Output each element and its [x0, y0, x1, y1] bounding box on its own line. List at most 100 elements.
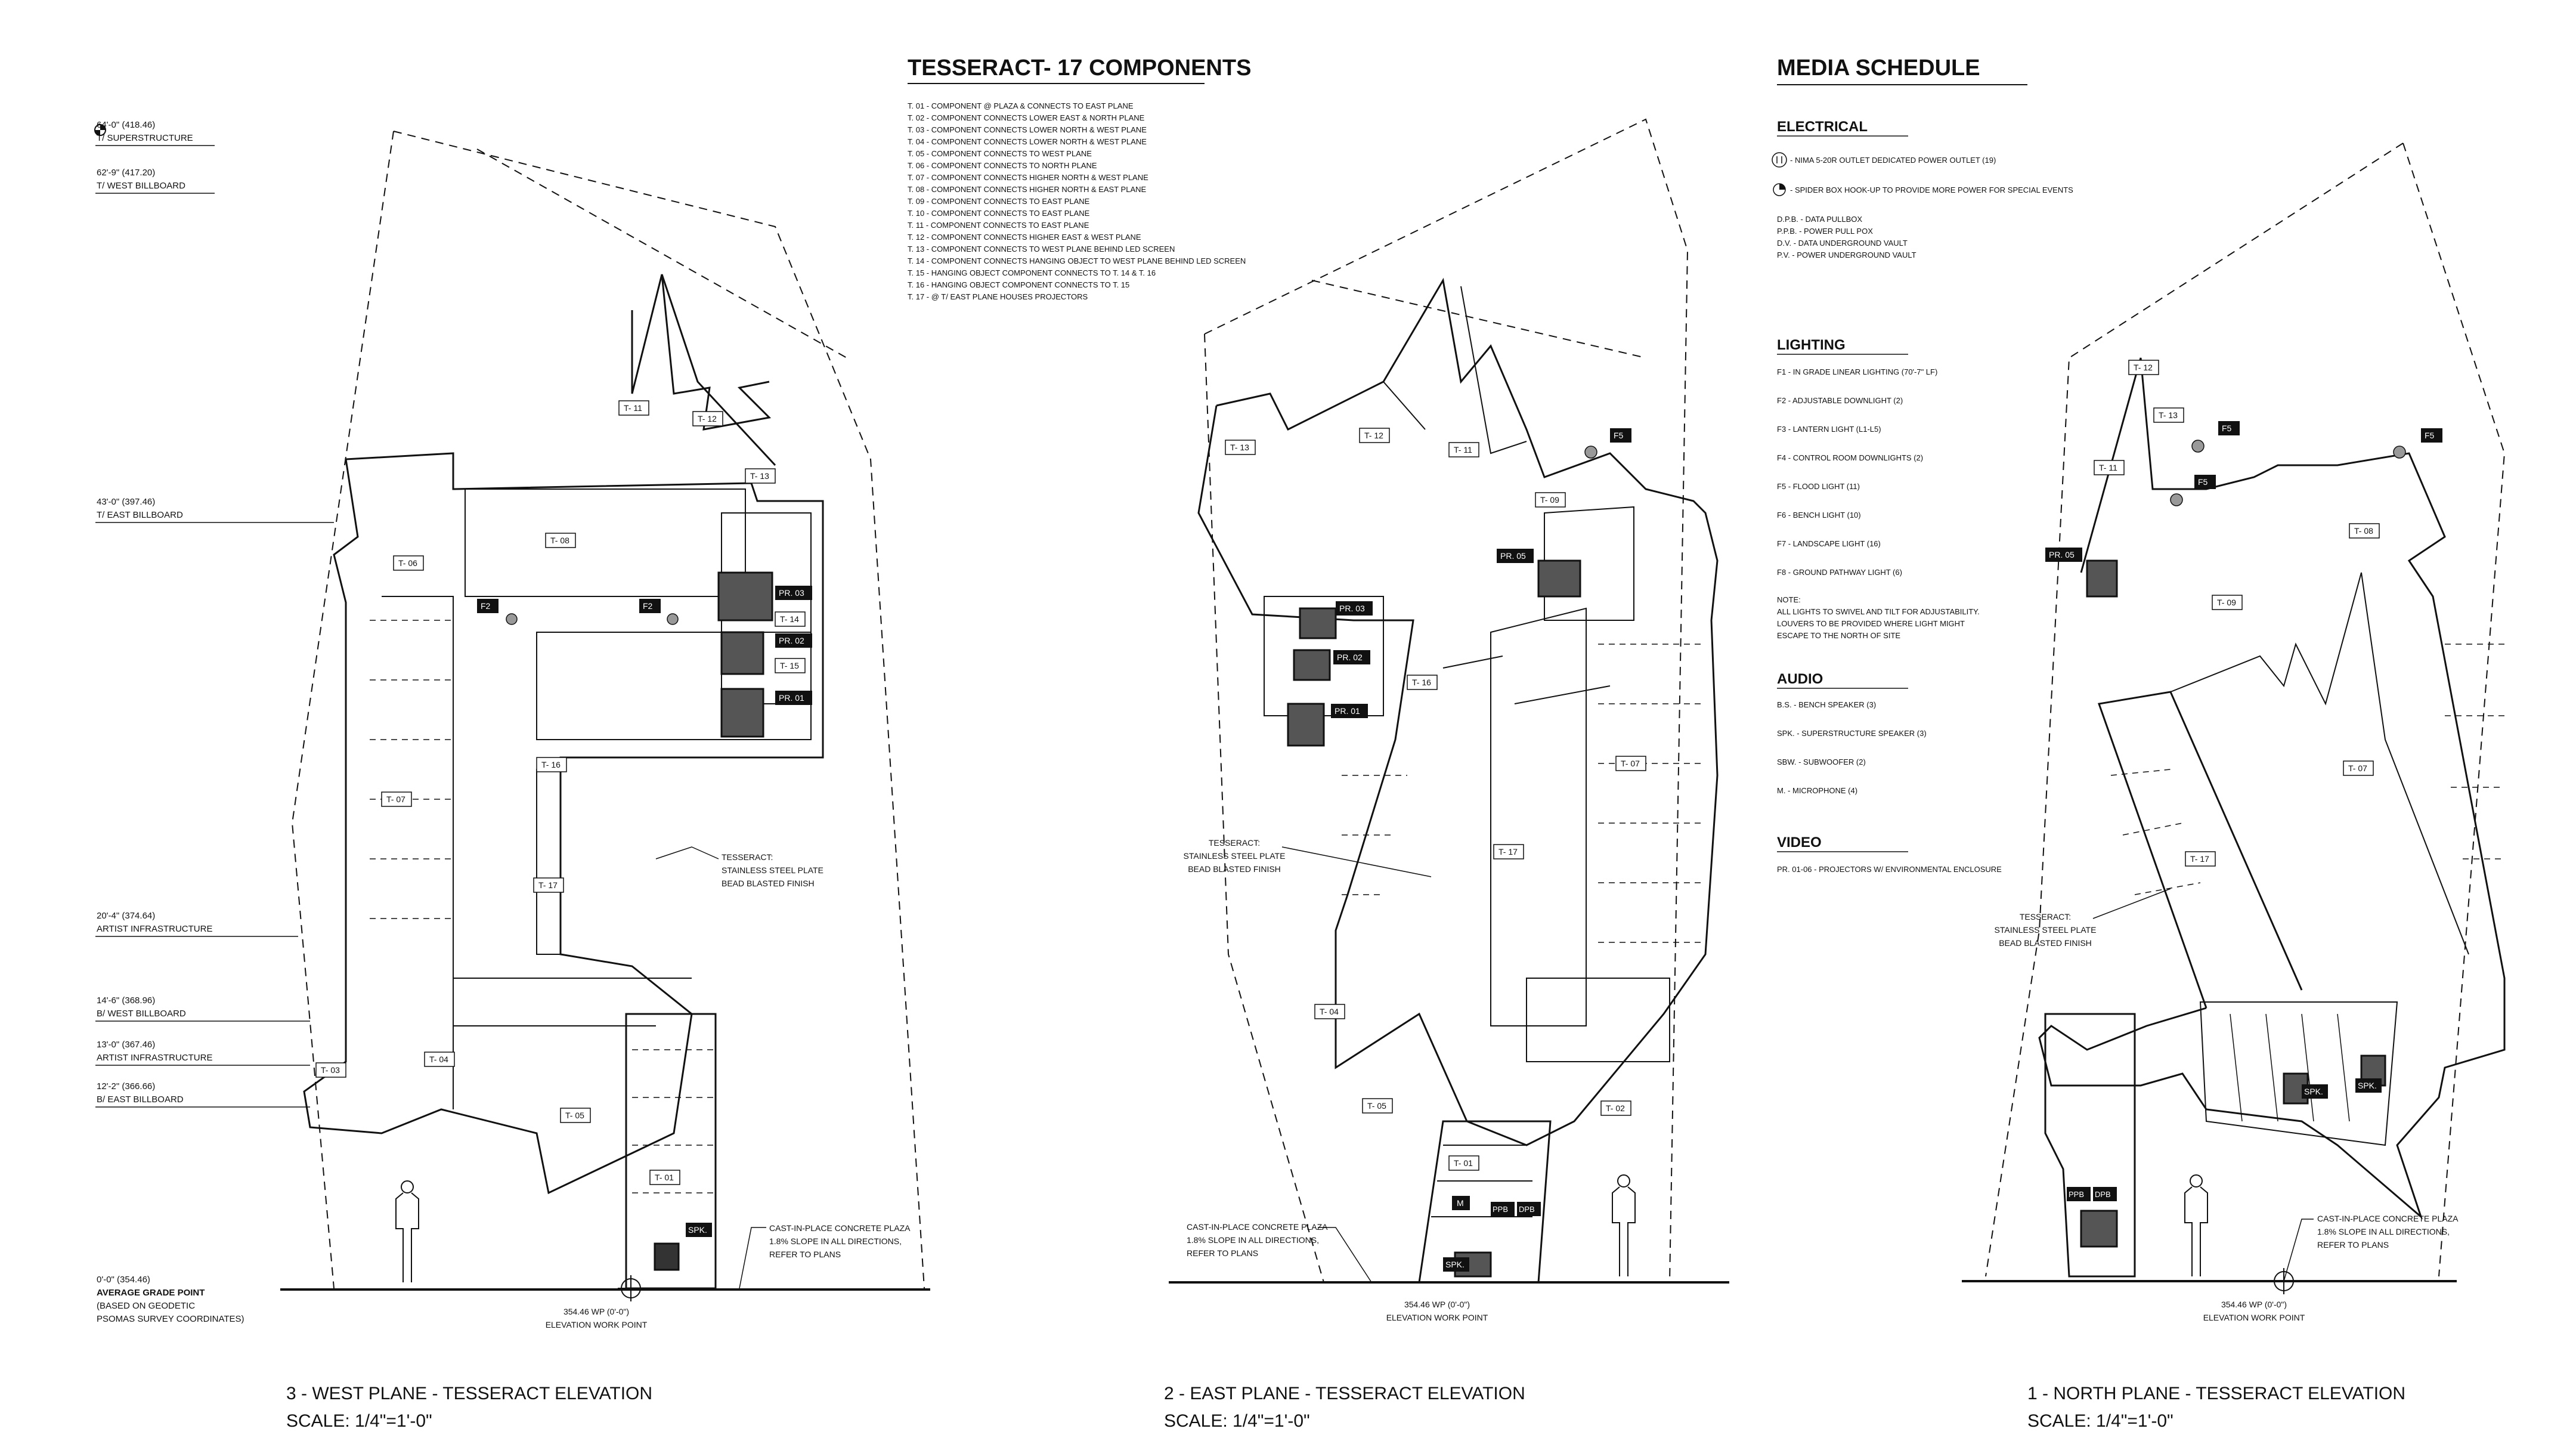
level-marker: 64'-0" (418.46) T/ SUPERSTRUCTURE	[94, 120, 215, 146]
view-title-east: 2 - EAST PLANE - TESSERACT ELEVATION	[1164, 1384, 1525, 1403]
tag: T- 12	[1359, 428, 1390, 443]
svg-text:BEAD BLASTED FINISH: BEAD BLASTED FINISH	[1999, 938, 2092, 948]
level-elev: 62'-9" (417.20)	[97, 168, 155, 178]
tesseract-note-east: TESSERACT: STAINLESS STEEL PLATE BEAD BL…	[1184, 838, 1432, 877]
svg-text:BEAD BLASTED FINISH: BEAD BLASTED FINISH	[1188, 864, 1281, 874]
svg-text:ELEVATION WORK POINT: ELEVATION WORK POINT	[2203, 1313, 2305, 1322]
svg-text:DPB: DPB	[1519, 1205, 1535, 1214]
component-item: T. 11 - COMPONENT CONNECTS TO EAST PLANE	[908, 221, 1089, 230]
svg-text:T- 11: T- 11	[2099, 463, 2117, 472]
tesseract-note-north: TESSERACT: STAINLESS STEEL PLATE BEAD BL…	[1995, 888, 2171, 948]
level-elev: 13'-0" (367.46)	[97, 1040, 155, 1050]
view-scale-east: SCALE: 1/4"=1'-0"	[1164, 1411, 1310, 1431]
svg-text:PR. 01: PR. 01	[779, 693, 804, 703]
svg-text:CAST-IN-PLACE CONCRETE PLAZA: CAST-IN-PLACE CONCRETE PLAZA	[1187, 1222, 1328, 1232]
lighting-item: F5 - FLOOD LIGHT (11)	[1777, 482, 1860, 491]
svg-text:TESSERACT:: TESSERACT:	[1209, 838, 1260, 848]
component-item: T. 06 - COMPONENT CONNECTS TO NORTH PLAN…	[908, 161, 1097, 170]
tag: T- 06	[393, 555, 424, 571]
level-elev: 12'-2" (366.66)	[97, 1081, 155, 1091]
lighting-items: F1 - IN GRADE LINEAR LIGHTING (70'-7" LF…	[1777, 367, 1937, 577]
level-marker: 12'-2" (366.66) B/ EAST BILLBOARD	[95, 1081, 310, 1108]
media-badges: F2 F2 PR. 03 PR. 02 PR. 01 SPK. F5 PR. 0…	[477, 421, 2442, 1272]
component-item: T. 02 - COMPONENT CONNECTS LOWER EAST & …	[908, 113, 1145, 122]
badge: SPK.	[686, 1223, 712, 1237]
svg-text:M: M	[1457, 1198, 1464, 1208]
component-items: T. 01 - COMPONENT @ PLAZA & CONNECTS TO …	[908, 101, 1246, 301]
svg-text:PR. 05: PR. 05	[2049, 550, 2075, 559]
lighting-item: F8 - GROUND PATHWAY LIGHT (6)	[1777, 568, 1902, 577]
electrical-abbrev: P.P.B. - POWER PULL POX	[1777, 227, 1873, 236]
tag: T- 15	[775, 658, 806, 673]
tag: T- 01	[1448, 1155, 1479, 1171]
tag: T- 04	[424, 1052, 455, 1067]
component-item: T. 03 - COMPONENT CONNECTS LOWER NORTH &…	[908, 125, 1147, 134]
svg-text:T- 06: T- 06	[398, 558, 417, 568]
level-elev: 43'-0" (397.46)	[97, 497, 155, 507]
spider-box-icon	[1773, 183, 1786, 196]
svg-text:CAST-IN-PLACE CONCRETE PLAZA: CAST-IN-PLACE CONCRETE PLAZA	[769, 1223, 911, 1233]
component-item: T. 16 - HANGING OBJECT COMPONENT CONNECT…	[908, 280, 1129, 289]
callouts: TESSERACT: STAINLESS STEEL PLATE BEAD BL…	[546, 838, 2459, 1329]
svg-text:T- 12: T- 12	[1364, 431, 1383, 440]
badge: F2	[477, 599, 499, 613]
badge: PR. 02	[775, 633, 812, 648]
ground-lines	[280, 1280, 2457, 1291]
svg-text:F5: F5	[2425, 431, 2435, 440]
level-marker-grade: 0'-0" (354.46) AVERAGE GRADE POINT (BASE…	[97, 1275, 244, 1324]
electrical-abbrev: P.V. - POWER UNDERGROUND VAULT	[1777, 251, 1916, 259]
level-name: ARTIST INFRASTRUCTURE	[97, 1053, 212, 1063]
audio-item: B.S. - BENCH SPEAKER (3)	[1777, 700, 1876, 709]
svg-text:F5: F5	[1614, 431, 1624, 440]
svg-text:BEAD BLASTED FINISH: BEAD BLASTED FINISH	[722, 879, 815, 888]
view-title-north: 1 - NORTH PLANE - TESSERACT ELEVATION	[2027, 1384, 2405, 1403]
lighting-heading: LIGHTING	[1777, 337, 1846, 353]
svg-text:SPK.: SPK.	[688, 1225, 707, 1235]
svg-text:T- 07: T- 07	[386, 794, 405, 804]
badge: PR. 05	[1497, 549, 1534, 563]
svg-text:T- 13: T- 13	[1230, 443, 1249, 452]
svg-text:1.8% SLOPE IN ALL DIRECTIONS,: 1.8% SLOPE IN ALL DIRECTIONS,	[2317, 1227, 2450, 1236]
badge: PR. 01	[775, 691, 812, 705]
svg-text:T- 07: T- 07	[2348, 763, 2367, 773]
level-marker: 14'-6" (368.96) B/ WEST BILLBOARD	[95, 995, 310, 1022]
badge: PR. 05	[2045, 548, 2082, 562]
audio-item: SBW. - SUBWOOFER (2)	[1777, 757, 1866, 766]
tag: T- 17	[533, 877, 564, 893]
electrical-abbreviations: D.P.B. - DATA PULLBOX P.P.B. - POWER PULL…	[1777, 215, 1916, 259]
level-marker: 20'-4" (374.64) ARTIST INFRASTRUCTURE	[95, 911, 298, 937]
tag: T- 01	[649, 1170, 680, 1185]
components-list: TESSERACT- 17 COMPONENTS T. 01 - COMPONE…	[908, 55, 1251, 301]
svg-text:STAINLESS STEEL PLATE: STAINLESS STEEL PLATE	[1995, 925, 2097, 935]
electrical-abbrev: D.P.B. - DATA PULLBOX	[1777, 215, 1862, 224]
view-scale-west: SCALE: 1/4"=1'-0"	[286, 1411, 432, 1431]
tesseract-note-west: TESSERACT: STAINLESS STEEL PLATE BEAD BL…	[655, 846, 823, 888]
tag: T- 13	[2153, 407, 2184, 423]
tag: T- 16	[1407, 675, 1438, 690]
svg-text:T- 14: T- 14	[780, 614, 799, 624]
video-heading: VIDEO	[1777, 834, 1822, 851]
video-item: PR. 01-06 - PROJECTORS W/ ENVIRONMENTAL …	[1777, 865, 2002, 874]
svg-text:T- 11: T- 11	[624, 403, 642, 413]
tag: T- 13	[745, 468, 776, 484]
svg-text:STAINLESS STEEL PLATE: STAINLESS STEEL PLATE	[722, 865, 823, 875]
svg-text:T- 15: T- 15	[780, 661, 799, 670]
svg-text:T- 16: T- 16	[1412, 678, 1431, 687]
tag: T- 07	[381, 791, 412, 807]
badge: SPK.	[2355, 1078, 2382, 1093]
tag: T- 16	[536, 757, 567, 772]
svg-text:T- 12: T- 12	[698, 414, 717, 423]
electrical-abbrev: D.V. - DATA UNDERGROUND VAULT	[1777, 239, 1908, 248]
svg-text:T- 11: T- 11	[1454, 445, 1472, 454]
audio-items: B.S. - BENCH SPEAKER (3)SPK. - SUPERSTRU…	[1777, 700, 1927, 795]
lighting-item: F3 - LANTERN LIGHT (L1-L5)	[1777, 425, 1881, 434]
tag: T- 13	[1225, 440, 1256, 455]
svg-text:ELEVATION WORK POINT: ELEVATION WORK POINT	[1386, 1313, 1488, 1322]
outlet-icon	[1772, 152, 1787, 168]
svg-text:T- 17: T- 17	[1498, 847, 1518, 856]
audio-item: M. - MICROPHONE (4)	[1777, 786, 1857, 795]
badge: PR. 03	[775, 586, 812, 600]
tag: T- 11	[618, 400, 649, 416]
lighting-item: F1 - IN GRADE LINEAR LIGHTING (70'-7" LF…	[1777, 367, 1937, 376]
level-elev: 0'-0" (354.46)	[97, 1275, 150, 1285]
